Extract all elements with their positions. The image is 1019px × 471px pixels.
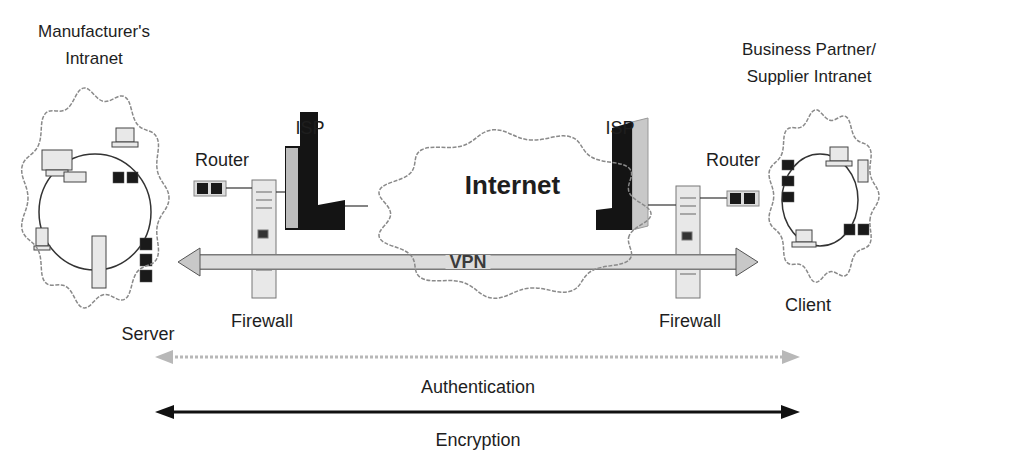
encryption-arrow [170,411,785,414]
part-label: Authentication [421,377,535,398]
part-label: Firewall [659,311,721,332]
computer-icon [34,128,868,288]
part-label: Firewall [231,311,293,332]
tunnel-outline [200,254,736,270]
network-device [782,160,794,170]
firewall-icon [676,186,700,298]
part-label: Router [195,150,249,171]
network-device [113,172,124,183]
part-label: Client [785,295,831,316]
router-icon [727,191,759,206]
region-name: Internet [365,170,660,201]
network-wire [226,187,252,188]
part-label: Router [706,150,760,171]
computer-icon [792,242,816,247]
cloud-outline [769,110,879,282]
computer-icon [42,150,72,170]
network-device [140,270,152,282]
vpn-tunnel [178,248,758,276]
network-device [113,160,869,282]
cloud-outline [379,130,651,298]
region-heading: Business Partner/ Supplier Intranet [727,36,892,90]
authentication-arrow [782,350,800,364]
region-heading: Manufacturer's Intranet [19,18,169,72]
cloud-outline [365,120,660,308]
network-device [140,238,152,250]
computer-icon [116,128,134,142]
computer-icon [858,160,868,182]
router-icon [194,181,226,196]
arrowhead [178,248,200,276]
network-ring [39,154,858,270]
computer-icon [826,161,852,166]
network-device [844,224,855,235]
isp-building [596,122,632,230]
network-device [127,172,138,183]
encryption-arrow [781,405,800,419]
router-icon [744,193,755,204]
encryption-arrow [155,405,174,419]
network-wire [648,204,676,205]
network-device [858,224,869,235]
network-wire [276,191,285,192]
router-icon [197,183,208,194]
authentication-arrow [170,356,785,359]
computer-icon [92,236,106,288]
network-wire [345,205,368,206]
cloud-outline [22,88,169,308]
firewall-icon [258,230,268,238]
cloud-region: Internet [365,120,660,308]
cloud-region: Business Partner/ Supplier Intranet [758,100,888,292]
encryption-arrow [155,405,800,419]
computer-icon [112,142,138,147]
network-device [782,176,794,186]
cloud-outline [758,100,888,292]
part-label: Encryption [435,430,520,451]
authentication-arrow [155,350,800,364]
isp-building [286,148,298,228]
network-wire [700,197,727,198]
firewall-icon [252,180,276,298]
edge-label: VPN [445,255,490,269]
network-ring [782,154,858,246]
network-device [782,192,794,202]
authentication-arrow [155,350,173,364]
computer-icon [830,147,848,161]
cloud-outline [10,78,178,318]
isp-building [285,112,345,230]
computer-icon [796,230,812,242]
part-label: ISP [605,118,634,139]
computer-icon [64,172,86,182]
firewall-icon [682,232,692,240]
tunnel-body [200,256,736,269]
part-label: ISP [295,118,324,139]
computer-icon [36,228,48,246]
arrowhead [736,248,758,276]
router-icon [730,193,741,204]
part-label: Server [121,324,174,345]
router-icon [211,183,222,194]
cloud-region: Manufacturer's Intranet [10,78,178,318]
